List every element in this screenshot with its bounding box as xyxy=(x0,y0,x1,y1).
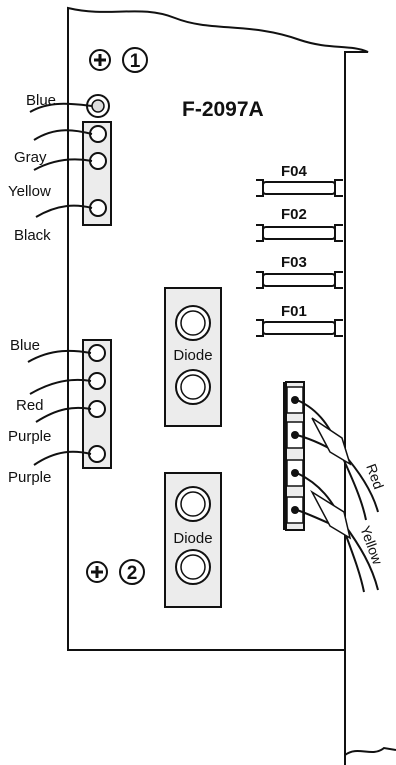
wire-label: Yellow xyxy=(357,524,386,568)
fuse-label: F04 xyxy=(281,163,308,180)
board-title: F-2097A xyxy=(182,98,264,121)
left-connector-bottom: Blue Red Purple Purple xyxy=(8,337,112,486)
fuse: F01 xyxy=(256,303,343,337)
screw-mark-number: 1 xyxy=(130,51,141,72)
board-outline xyxy=(67,6,369,651)
screw-mark-number: 2 xyxy=(127,563,138,584)
wire-label: Red xyxy=(16,397,44,414)
screw-icon xyxy=(89,49,111,71)
fuse-label: F02 xyxy=(281,206,307,223)
screw-mark-2: 2 xyxy=(86,559,145,585)
wire-label: Blue xyxy=(10,337,40,354)
screw-icon xyxy=(86,561,108,583)
wire-label: Black xyxy=(14,227,51,244)
wire-label: Blue xyxy=(26,92,56,109)
left-connector-top: Blue Gray Yellow Black xyxy=(8,92,112,244)
screw-mark-1: 1 xyxy=(89,47,148,73)
board-tear-bottom xyxy=(344,746,396,756)
wire-label: Purple xyxy=(8,469,51,486)
fuse-label: F03 xyxy=(281,254,307,271)
fuse: F04 xyxy=(256,163,343,197)
fuse-group: F04 F02 F03 F01 xyxy=(256,163,343,337)
diode-label: Diode xyxy=(173,530,212,547)
wire-label: Yellow xyxy=(8,183,51,200)
fuse: F03 xyxy=(256,254,343,289)
diode-label: Diode xyxy=(173,347,212,364)
right-connector: Red Yellow xyxy=(283,381,387,593)
wire-label: Purple xyxy=(8,428,51,445)
diode-panel: Diode xyxy=(164,472,222,608)
fuse-label: F01 xyxy=(281,303,307,320)
diode-panel: Diode xyxy=(164,287,222,427)
fuse: F02 xyxy=(256,206,343,242)
wire-label: Gray xyxy=(14,149,47,166)
